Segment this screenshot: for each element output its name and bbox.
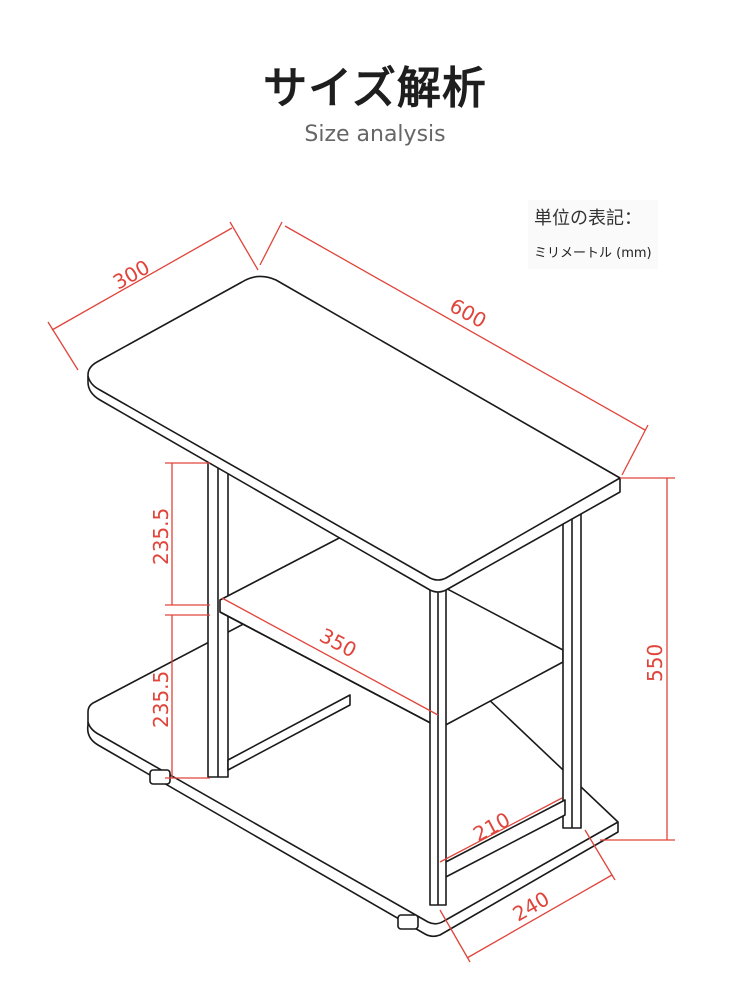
dim-base-depth: 240 — [509, 886, 554, 926]
top-edge — [87, 375, 621, 581]
unit-value: ミリメートル (mm) — [534, 246, 652, 261]
wheel — [149, 769, 171, 785]
table-outline — [86, 275, 621, 938]
lower-frame — [227, 694, 351, 771]
dim-width-top: 600 — [446, 293, 491, 333]
dimension-lines — [47, 221, 675, 963]
unit-note: 単位の表記： ミリメートル (mm) — [528, 200, 658, 269]
top-panel — [87, 275, 621, 593]
dim-lower-gap: 235.5 — [149, 671, 173, 728]
wheel — [397, 914, 419, 930]
base-edge — [87, 721, 619, 925]
page-title: サイズ解析 — [263, 63, 487, 114]
dim-height-total: 550 — [643, 644, 667, 682]
dim-depth-top: 300 — [109, 255, 154, 295]
unit-label: 単位の表記： — [534, 208, 642, 229]
page-subtitle: Size analysis — [304, 122, 446, 147]
dim-upper-gap: 235.5 — [149, 508, 173, 565]
